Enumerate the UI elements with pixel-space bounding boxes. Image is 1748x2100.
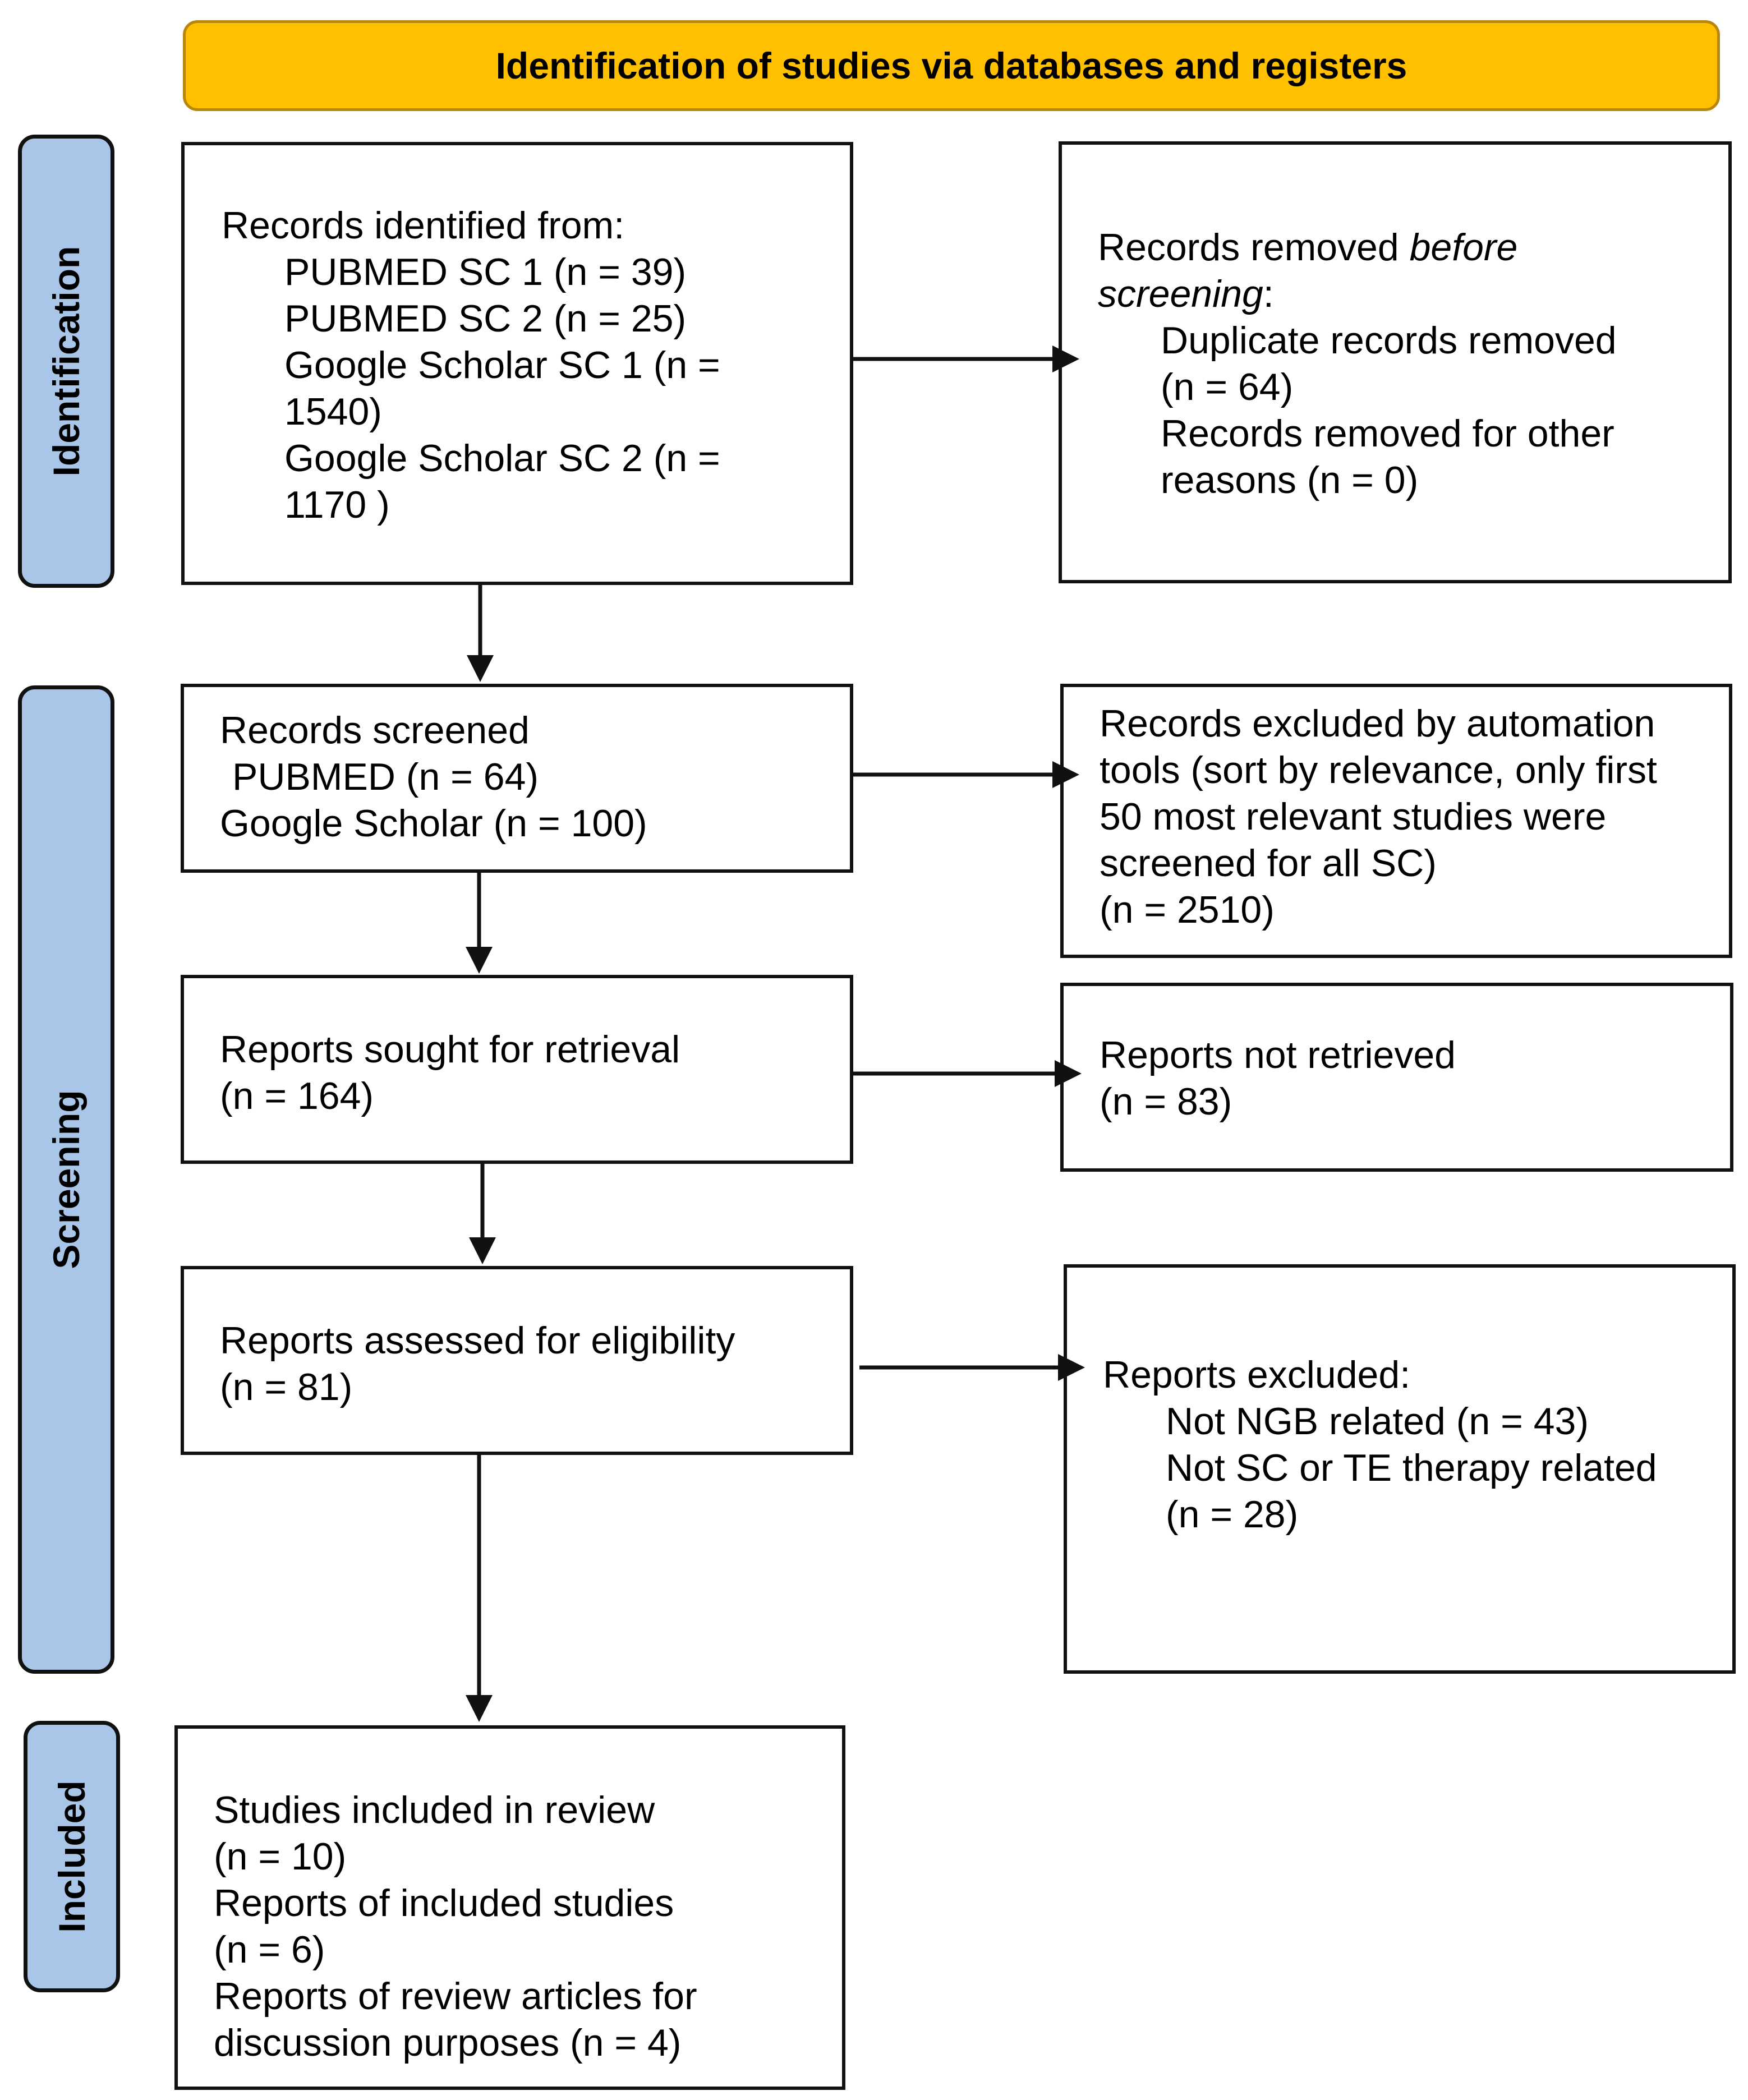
- records-removed-other-count: reasons (n = 0): [1161, 459, 1419, 501]
- records-identified-scholar-1: Google Scholar SC 1 (n =: [284, 344, 720, 386]
- reports-excluded-heading: Reports excluded:: [1103, 1353, 1411, 1396]
- arrowhead-6: [466, 947, 493, 974]
- records-removed-heading: Records removed before: [1098, 226, 1518, 269]
- records-excluded-line-4: screened for all SC): [1100, 842, 1437, 885]
- arrowhead-5: [467, 655, 494, 682]
- records-excluded-count: (n = 2510): [1100, 888, 1275, 931]
- reports-sought-count: (n = 164): [220, 1075, 374, 1117]
- records-removed-box: Records removed before screening: Duplic…: [1059, 141, 1732, 583]
- reports-excluded-box: Reports excluded: Not NGB related (n = 4…: [1064, 1264, 1736, 1674]
- records-screened-box: Records screened PUBMED (n = 64) Google …: [181, 684, 853, 873]
- reports-excluded-not-ngb: Not NGB related (n = 43): [1166, 1400, 1589, 1443]
- records-excluded-line-1: Records excluded by automation: [1100, 702, 1655, 745]
- records-screened-heading: Records screened: [220, 709, 530, 752]
- phase-included: Included: [24, 1721, 120, 1992]
- records-removed-duplicates: Duplicate records removed: [1161, 319, 1617, 362]
- records-removed-duplicates-count: (n = 64): [1161, 366, 1294, 408]
- reports-excluded-not-sc-te-count: (n = 28): [1166, 1493, 1299, 1536]
- phase-identification: Identification: [18, 135, 114, 588]
- header-title: Identification of studies via databases …: [495, 45, 1407, 86]
- records-excluded-box: Records excluded by automation tools (so…: [1060, 684, 1732, 958]
- records-removed-heading-2: screening:: [1098, 273, 1274, 315]
- reports-included-count: (n = 6): [214, 1928, 325, 1971]
- records-identified-pubmed-1: PUBMED SC 1 (n = 39): [284, 251, 687, 293]
- records-identified-scholar-1-count: 1540): [284, 390, 382, 433]
- reports-assessed-heading: Reports assessed for eligibility: [220, 1319, 735, 1362]
- review-articles-count: discussion purposes (n = 4): [214, 2021, 682, 2064]
- records-removed-other: Records removed for other: [1161, 412, 1614, 455]
- records-identified-heading: Records identified from:: [222, 204, 625, 247]
- reports-sought-heading: Reports sought for retrieval: [220, 1028, 680, 1071]
- arrowhead-3: [1055, 1060, 1082, 1087]
- records-removed-screening: screening: [1098, 273, 1263, 315]
- reports-included-heading: Reports of included studies: [214, 1882, 674, 1924]
- records-identified-scholar-2: Google Scholar SC 2 (n =: [284, 437, 720, 480]
- records-screened-scholar: Google Scholar (n = 100): [220, 802, 647, 845]
- arrowhead-7: [469, 1237, 496, 1264]
- studies-included-heading: Studies included in review: [214, 1789, 655, 1831]
- records-identified-box: Records identified from: PUBMED SC 1 (n …: [181, 142, 853, 585]
- records-removed-before: before: [1409, 226, 1518, 269]
- reports-sought-box: Reports sought for retrieval (n = 164): [181, 975, 853, 1164]
- reports-assessed-box: Reports assessed for eligibility (n = 81…: [181, 1266, 853, 1455]
- header-banner: Identification of studies via databases …: [183, 20, 1720, 111]
- reports-not-retrieved-heading: Reports not retrieved: [1100, 1034, 1456, 1076]
- reports-not-retrieved-box: Reports not retrieved (n = 83): [1060, 983, 1733, 1172]
- arrowhead-1: [1052, 346, 1079, 372]
- arrowhead-8: [466, 1695, 493, 1722]
- records-identified-scholar-2-count: 1170 ): [284, 483, 390, 526]
- studies-included-count: (n = 10): [214, 1835, 347, 1878]
- records-excluded-line-2: tools (sort by relevance, only first: [1100, 749, 1657, 791]
- studies-included-box: Studies included in review (n = 10) Repo…: [174, 1725, 845, 2090]
- records-screened-pubmed: PUBMED (n = 64): [232, 756, 539, 798]
- arrowhead-2: [1052, 761, 1079, 788]
- reports-excluded-not-sc-te: Not SC or TE therapy related: [1166, 1447, 1657, 1489]
- records-excluded-line-3: 50 most relevant studies were: [1100, 795, 1607, 838]
- review-articles-heading: Reports of review articles for: [214, 1975, 697, 2018]
- records-identified-pubmed-2: PUBMED SC 2 (n = 25): [284, 297, 687, 340]
- reports-not-retrieved-count: (n = 83): [1100, 1080, 1232, 1123]
- phase-screening: Screening: [18, 685, 114, 1674]
- reports-assessed-count: (n = 81): [220, 1366, 353, 1408]
- arrowhead-4: [1058, 1354, 1085, 1381]
